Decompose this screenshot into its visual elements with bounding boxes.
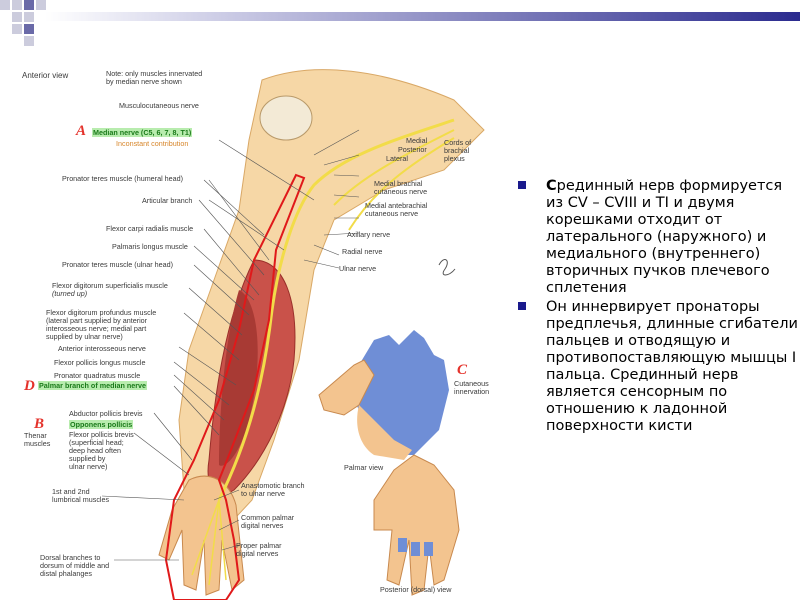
artist-signature <box>438 259 456 276</box>
hand-shape <box>158 475 245 596</box>
label-thenar: Thenar muscles <box>24 431 51 448</box>
bullet-list: Срединный нерв формируется из CV – CVIII… <box>518 178 800 437</box>
label-axillary: Axillary nerve <box>347 230 391 239</box>
deep-flexor-muscles <box>219 290 258 466</box>
median-nerve-label-wrap: Median nerve (C5, 6, 7, 8, T1) <box>92 128 193 137</box>
nerve-highlight-outline <box>164 173 306 600</box>
title-gradient-bar <box>45 12 800 21</box>
digital-nerves <box>191 499 227 586</box>
label-musculocutaneous: Musculocutaneous nerve <box>119 101 199 110</box>
corner-decoration <box>0 0 60 52</box>
label-pronator-quadratus: Pronator quadratus muscle <box>54 371 141 380</box>
label-palmar-branch: Palmar branch of median nerve <box>38 381 148 390</box>
label-common-palmar: Common palmar digital nerves <box>241 513 295 530</box>
ulnar-nerve-path <box>348 137 455 231</box>
label-pronator-teres-humeral: Pronator teres muscle (humeral head) <box>62 174 184 183</box>
opponens-wrap: Opponens pollicis <box>69 420 134 429</box>
label-dorsal-branches: Dorsal branches to dorsum of middle and … <box>40 553 110 578</box>
leader-lines <box>101 129 360 561</box>
label-fpb: Flexor pollicis brevis (superficial head… <box>69 430 134 471</box>
label-proper-palmar: Proper palmar digital nerves <box>236 541 282 558</box>
label-articular-branch: Articular branch <box>142 196 193 205</box>
bullet-1-lead: С <box>546 178 557 194</box>
label-posterior-view: Posterior (dorsal) view <box>380 585 452 594</box>
label-posterior: Posterior <box>398 145 427 154</box>
posterior-finger-tip-2 <box>411 542 420 556</box>
bullet-marker <box>518 181 526 189</box>
label-opponens: Opponens pollicis <box>69 420 134 429</box>
letter-b: B <box>34 416 45 432</box>
palmar-hand-base <box>357 405 412 460</box>
humerus-head <box>259 95 313 141</box>
label-turned-up: (turned up) <box>52 289 88 298</box>
bullet-2-text: Он иннервирует пронаторы предплечья, дли… <box>546 299 798 434</box>
median-nerve-label: Median nerve (C5, 6, 7, 8, T1) <box>92 128 193 137</box>
label-cords: Cords of brachial plexus <box>444 138 472 163</box>
palmar-thumb <box>318 359 375 416</box>
view-title: Anterior view <box>22 71 69 80</box>
bullet-item-2: Он иннервирует пронаторы предплечья, дли… <box>518 299 800 435</box>
plexus-cords <box>333 129 455 206</box>
label-abductor-pollicis: Abductor pollicis brevis <box>69 409 143 418</box>
label-anastomotic: Anastomotic branch to ulnar nerve <box>241 481 305 498</box>
label-medial: Medial <box>406 136 428 145</box>
label-pronator-teres-ulnar: Pronator teres muscle (ulnar head) <box>62 260 174 269</box>
label-cutaneous: Cutaneous innervation <box>454 379 490 396</box>
bullet-marker <box>518 302 526 310</box>
letter-c: C <box>457 362 468 378</box>
label-fpl: Flexor pollicis longus muscle <box>54 358 146 367</box>
letter-a: A <box>76 123 87 139</box>
bullet-item-1: Срединный нерв формируется из CV – CVIII… <box>518 178 800 297</box>
label-anterior-interosseous: Anterior interosseous nerve <box>58 344 146 353</box>
palmar-branch-wrap: Palmar branch of median nerve <box>38 381 148 390</box>
posterior-hand <box>373 454 460 596</box>
label-radial: Radial nerve <box>342 247 383 256</box>
figure-note: Note: only muscles innervated by median … <box>106 69 203 86</box>
label-lumbricals: 1st and 2nd lumbrical muscles <box>52 487 110 504</box>
label-ulnar: Ulnar nerve <box>339 264 377 273</box>
label-fds: Flexor digitorum superficialis muscle <box>52 281 168 290</box>
label-fdp: Flexor digitorum profundus muscle (later… <box>46 308 157 341</box>
label-palmaris-longus: Palmaris longus muscle <box>112 242 188 251</box>
anatomy-figure: Anterior view Note: only muscles innerva… <box>14 60 506 600</box>
bullet-1-text: рединный нерв формируется из CV – CVIII … <box>546 178 783 296</box>
label-fcr: Flexor carpi radialis muscle <box>106 224 194 233</box>
median-nerve-path <box>217 118 455 501</box>
inconstant-label: Inconstant contribution <box>116 139 189 148</box>
label-lateral: Lateral <box>386 154 408 163</box>
label-palmar-view: Palmar view <box>344 463 384 472</box>
posterior-finger-tip-3 <box>424 542 433 556</box>
letter-d: D <box>24 378 35 394</box>
label-medial-brachial: Medial brachial cutaneous nerve <box>374 179 428 196</box>
arm-illustration <box>101 69 485 600</box>
posterior-finger-tip-1 <box>398 538 407 552</box>
label-medial-antebrachial: Medial antebrachial cutaneous nerve <box>365 201 428 218</box>
